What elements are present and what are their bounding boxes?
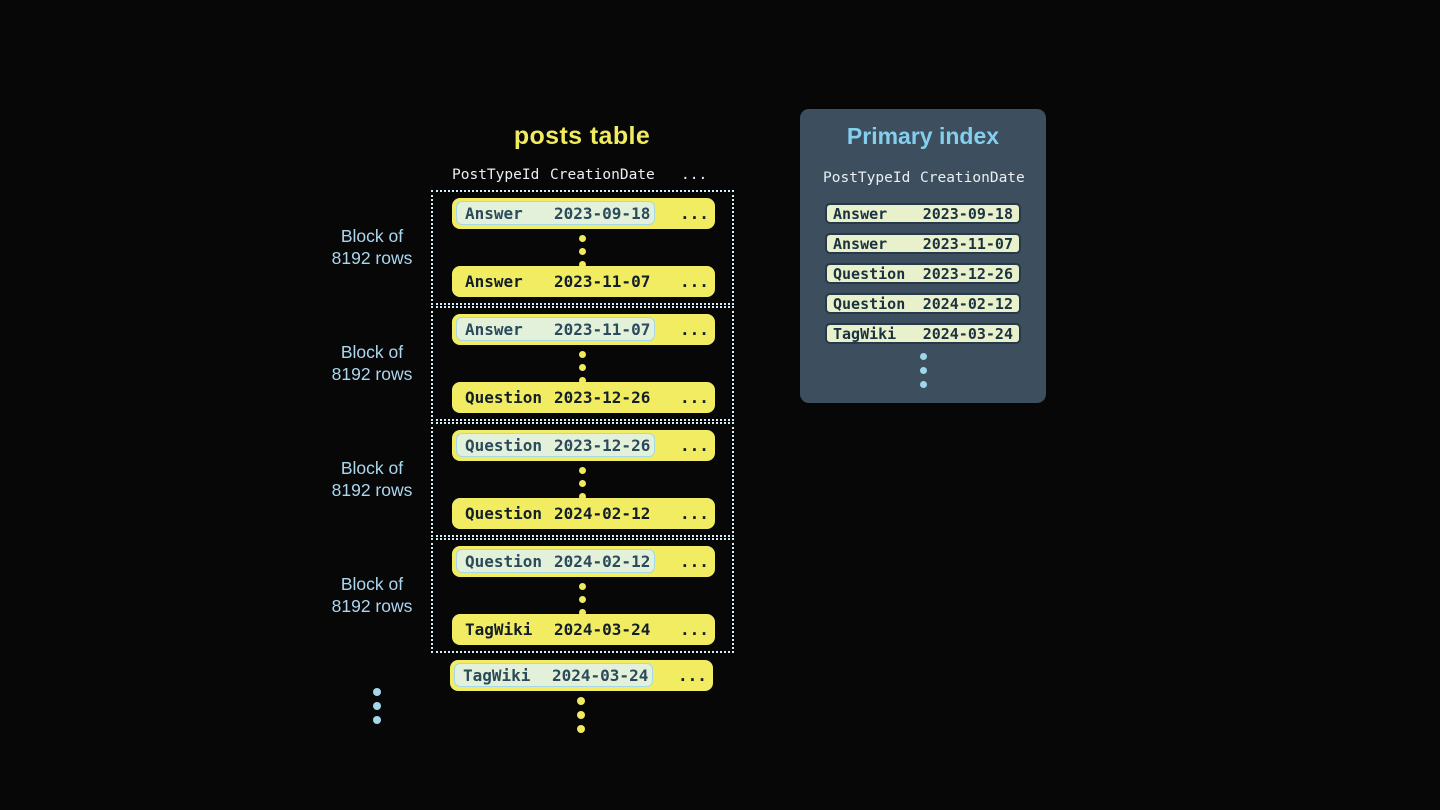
index-row: Question 2023-12-26 — [825, 263, 1021, 284]
indexed-entry-highlight — [456, 433, 655, 457]
row-posttypeid: TagWiki — [465, 620, 533, 639]
row-creationdate: 2023-11-07 — [554, 272, 651, 291]
indexed-entry-highlight — [456, 201, 655, 225]
table-row: Question 2024-02-12 ... — [452, 498, 715, 529]
ellipsis-dots-icon — [577, 697, 585, 733]
table-row: Question 2023-12-26 ... — [452, 430, 715, 461]
indexed-entry-highlight — [454, 663, 653, 687]
ellipsis-dots-icon — [433, 467, 732, 500]
row-block: Answer 2023-09-18 ... Answer 2023-11-07 … — [431, 190, 734, 305]
table-row: TagWiki 2024-03-24 ... — [450, 660, 713, 691]
row-ellipsis: ... — [678, 666, 707, 685]
block-label-line2: 8192 rows — [331, 247, 413, 268]
table-row: Answer 2023-09-18 ... — [452, 198, 715, 229]
primary-index-panel: Primary index PostTypeId CreationDate An… — [800, 109, 1046, 403]
table-row: TagWiki 2024-03-24 ... — [452, 614, 715, 645]
row-ellipsis: ... — [680, 388, 709, 407]
table-row: Question 2023-12-26 ... — [452, 382, 715, 413]
block-label-line2: 8192 rows — [331, 595, 413, 616]
row-ellipsis: ... — [680, 320, 709, 339]
column-header-creationdate: CreationDate — [920, 170, 1025, 186]
index-creationdate: 2024-02-12 — [922, 294, 1013, 313]
posts-table-column-headers: PostTypeId CreationDate ... — [430, 165, 734, 185]
row-creationdate: 2023-11-07 — [554, 320, 651, 339]
index-posttypeid: Question — [833, 294, 906, 313]
row-ellipsis: ... — [680, 204, 709, 223]
row-block: Question 2024-02-12 ... TagWiki 2024-03-… — [431, 538, 734, 653]
index-row: Answer 2023-11-07 — [825, 233, 1021, 254]
index-row: TagWiki 2024-03-24 — [825, 323, 1021, 344]
block-label-line1: Block of — [340, 458, 404, 478]
row-creationdate: 2024-03-24 — [554, 620, 651, 639]
row-ellipsis: ... — [680, 272, 709, 291]
ellipsis-dots-icon — [800, 353, 1046, 388]
index-row: Question 2024-02-12 — [825, 293, 1021, 314]
posts-table-title: posts table — [513, 122, 651, 150]
block-label: Block of 8192 rows — [322, 538, 422, 653]
block-label-line1: Block of — [340, 574, 404, 594]
column-header-posttypeid: PostTypeId — [452, 167, 540, 183]
index-posttypeid: Answer — [833, 204, 888, 223]
row-creationdate: 2023-12-26 — [554, 436, 651, 455]
row-ellipsis: ... — [680, 504, 709, 523]
table-row: Answer 2023-11-07 ... — [452, 314, 715, 345]
row-creationdate: 2024-03-24 — [552, 666, 649, 685]
row-posttypeid: Answer — [465, 272, 523, 291]
row-posttypeid: Question — [465, 504, 543, 523]
index-creationdate: 2024-03-24 — [922, 324, 1013, 343]
row-posttypeid: Answer — [465, 204, 523, 223]
row-creationdate: 2024-02-12 — [554, 504, 651, 523]
row-ellipsis: ... — [680, 436, 709, 455]
table-row: Answer 2023-11-07 ... — [452, 266, 715, 297]
index-posttypeid: TagWiki — [833, 324, 897, 343]
primary-index-column-headers: PostTypeId CreationDate — [800, 168, 1046, 188]
block-label: Block of 8192 rows — [322, 306, 422, 421]
index-posttypeid: Answer — [833, 234, 888, 253]
index-creationdate: 2023-11-07 — [922, 234, 1013, 253]
block-label-line1: Block of — [340, 226, 404, 246]
indexed-entry-highlight — [456, 317, 655, 341]
block-label-line2: 8192 rows — [331, 363, 413, 384]
row-block: Answer 2023-11-07 ... Question 2023-12-2… — [431, 306, 734, 421]
row-posttypeid: Question — [465, 388, 543, 407]
index-creationdate: 2023-09-18 — [922, 204, 1013, 223]
index-row: Answer 2023-09-18 — [825, 203, 1021, 224]
block-label: Block of 8192 rows — [322, 190, 422, 305]
column-header-posttypeid: PostTypeId — [823, 170, 911, 186]
block-label-line1: Block of — [340, 342, 404, 362]
row-creationdate: 2023-12-26 — [554, 388, 651, 407]
block-label-line2: 8192 rows — [331, 479, 413, 500]
row-posttypeid: Answer — [465, 320, 523, 339]
row-posttypeid: Question — [465, 552, 543, 571]
block-label: Block of 8192 rows — [322, 422, 422, 537]
row-ellipsis: ... — [680, 552, 709, 571]
ellipsis-dots-icon — [373, 688, 381, 724]
row-block: Question 2023-12-26 ... Question 2024-02… — [431, 422, 734, 537]
row-posttypeid: TagWiki — [463, 666, 531, 685]
column-header-creationdate: CreationDate — [550, 167, 655, 183]
column-header-ellipsis: ... — [681, 167, 708, 183]
index-posttypeid: Question — [833, 264, 906, 283]
row-posttypeid: Question — [465, 436, 543, 455]
primary-index-title: Primary index — [846, 123, 1000, 149]
ellipsis-dots-icon — [433, 583, 732, 616]
index-creationdate: 2023-12-26 — [922, 264, 1013, 283]
row-creationdate: 2023-09-18 — [554, 204, 651, 223]
ellipsis-dots-icon — [433, 351, 732, 384]
row-ellipsis: ... — [680, 620, 709, 639]
ellipsis-dots-icon — [433, 235, 732, 268]
indexed-entry-highlight — [456, 549, 655, 573]
row-creationdate: 2024-02-12 — [554, 552, 651, 571]
table-row: Question 2024-02-12 ... — [452, 546, 715, 577]
